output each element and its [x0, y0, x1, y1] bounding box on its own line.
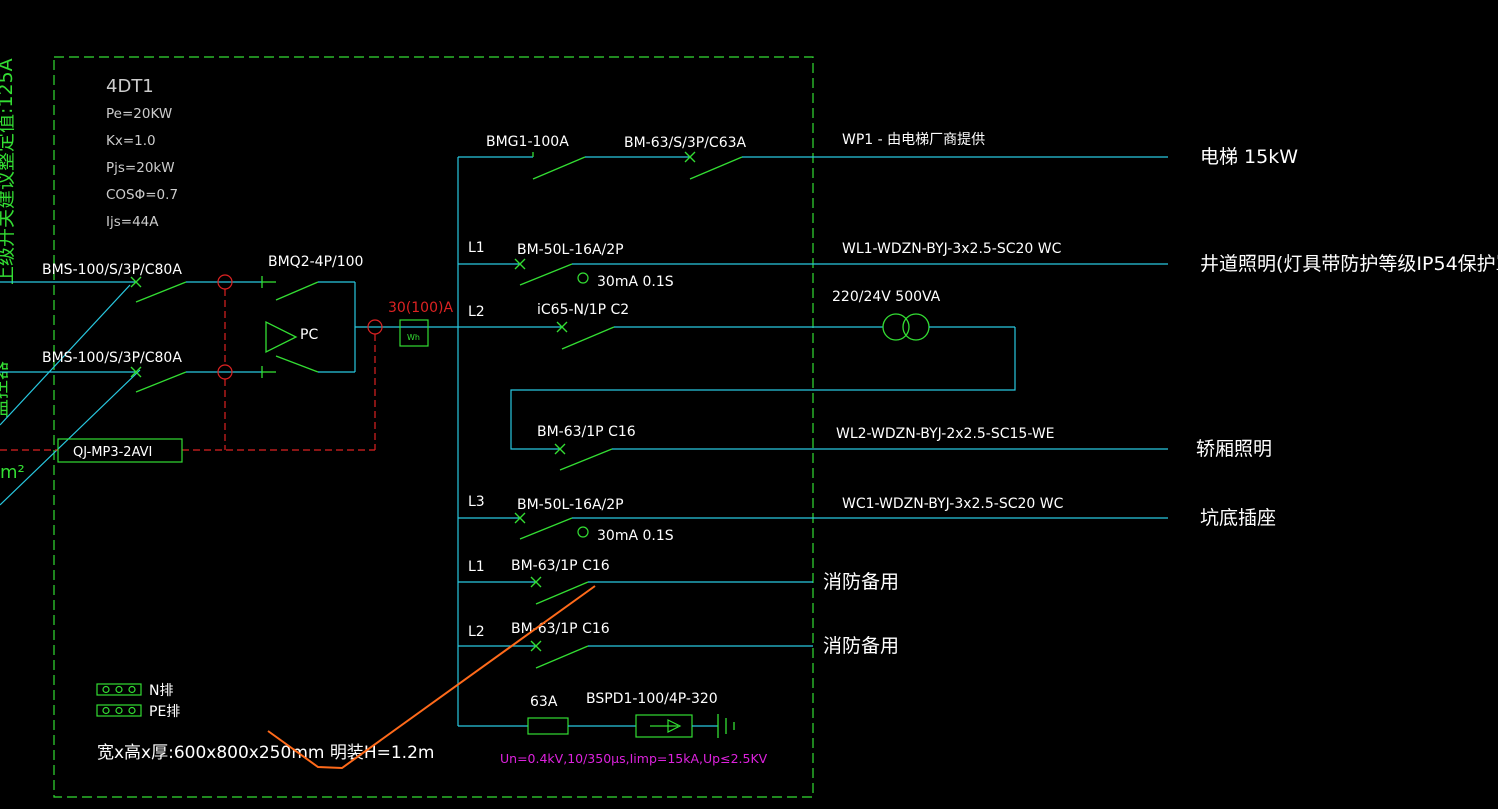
- surge-arrester-icon: [635, 714, 693, 738]
- ats-label: BMQ2-4P/100: [268, 254, 363, 270]
- circuit-2-breaker: [514, 258, 573, 286]
- circuit-6-breaker-label: BM-63/1P C16: [511, 558, 610, 574]
- feed-diagonal-2: [0, 369, 141, 506]
- circuit-1-isolator-label: BMG1-100A: [486, 134, 569, 150]
- panel-spec-pjs: Pjs=20kW: [106, 160, 175, 176]
- panel-spec-pe: Pe=20KW: [106, 106, 172, 122]
- circuit-2-cable-label: WL1-WDZN-BYJ-3x2.5-SC20 WC: [842, 241, 1062, 257]
- circuit-1-breaker-label: BM-63/S/3P/C63A: [624, 135, 747, 151]
- circuit-1-load-label: 电梯 15kW: [1200, 146, 1298, 168]
- circuit-2-rcd-icon: [577, 272, 589, 284]
- circuit-3-breaker: [556, 321, 615, 350]
- circuit-7-breaker: [530, 640, 589, 669]
- incoming-breaker-2-label: BMS-100/S/3P/C80A: [42, 350, 182, 366]
- circuit-5-rcd-label: 30mA 0.1S: [597, 528, 674, 544]
- n-bar-icon: [96, 683, 142, 696]
- circuit-3-breaker-label: iC65-N/1P C2: [537, 302, 629, 318]
- circuit-3-phase: L2: [468, 304, 485, 320]
- panel-enclosure: [53, 56, 814, 798]
- surge-fuse-icon: [527, 717, 569, 735]
- circuit-7-phase: L2: [468, 624, 485, 640]
- feed-diagonal-1: [0, 284, 131, 426]
- ct-rating-label: 30(100)A: [388, 300, 453, 316]
- energy-meter-box: [399, 319, 429, 347]
- circuit-7-breaker-label: BM-63/1P C16: [511, 621, 610, 637]
- circuit-4-cable-label: WL2-WDZN-BYJ-2x2.5-SC15-WE: [836, 426, 1055, 442]
- surge-fuse-label: 63A: [530, 694, 558, 710]
- circuit-6-load-label: 消防备用: [823, 571, 899, 593]
- incoming-breaker-1: [130, 276, 187, 303]
- ats-switch: [261, 276, 319, 378]
- panel-specs: 4DT1 Pe=20KW Kx=1.0 Pjs=20kW COSΦ=0.7 Ij…: [106, 76, 178, 230]
- circuit-6-breaker: [530, 576, 589, 605]
- monitor-label: 监控器: [0, 361, 11, 418]
- circuit-5-cable-label: WC1-WDZN-BYJ-3x2.5-SC20 WC: [842, 496, 1064, 512]
- monitor-module-label: QJ-MP3-2AVI: [73, 445, 152, 460]
- circuit-1-cable-label: WP1 - 由电梯厂商提供: [842, 132, 985, 148]
- circuit-5-load-label: 坑底插座: [1200, 507, 1276, 529]
- circuit-2-breaker-label: BM-50L-16A/2P: [517, 242, 624, 258]
- energy-meter-label: Wh: [407, 333, 420, 342]
- upstream-setting-label: 上级开关建议整定值:125A: [0, 58, 17, 285]
- circuit-4-load-label: 轿厢照明: [1196, 438, 1272, 460]
- incoming-breaker-2: [130, 366, 187, 393]
- unit-label: m²: [0, 462, 25, 483]
- circuit-7-load-label: 消防备用: [823, 635, 899, 657]
- surge-device-label: BSPD1-100/4P-320: [586, 691, 718, 707]
- transformer-return-wire: [510, 327, 1016, 450]
- panel-spec-kx: Kx=1.0: [106, 133, 156, 149]
- transformer-label: 220/24V 500VA: [832, 289, 941, 305]
- monitor-module-box: [57, 438, 183, 463]
- pe-bar-icon: [96, 704, 142, 717]
- circuit-1-isolator: [532, 152, 586, 180]
- control-circuit: [0, 274, 383, 451]
- panel-dimensions-label: 宽x高x厚:600x800x250mm 明装H=1.2m: [97, 743, 434, 763]
- ground-icon: [717, 714, 735, 738]
- incoming-breaker-1-label: BMS-100/S/3P/C80A: [42, 262, 182, 278]
- circuit-2-rcd-label: 30mA 0.1S: [597, 274, 674, 290]
- circuit-2-load-label: 井道照明(灯具带防护等级IP54保护罩): [1200, 253, 1498, 275]
- pe-bar-label: PE排: [149, 704, 180, 720]
- circuit-4-breaker-label: BM-63/1P C16: [537, 424, 636, 440]
- panel-name: 4DT1: [106, 76, 154, 97]
- circuit-1-breaker: [684, 151, 743, 180]
- annotation-stroke: [267, 585, 596, 770]
- circuit-5-phase: L3: [468, 494, 485, 510]
- n-bar-label: N排: [149, 683, 173, 699]
- circuit-5-breaker-label: BM-50L-16A/2P: [517, 497, 624, 513]
- transformer-icon: [882, 313, 930, 341]
- circuit-6-phase: L1: [468, 559, 485, 575]
- circuit-5-rcd-icon: [577, 526, 589, 538]
- circuit-5-breaker: [514, 512, 573, 540]
- ats-controller-label: PC: [300, 327, 318, 343]
- circuit-2-phase: L1: [468, 240, 485, 256]
- panel-spec-cos: COSΦ=0.7: [106, 187, 178, 203]
- panel-spec-ijs: Ijs=44A: [106, 214, 159, 230]
- surge-spec-label: Un=0.4kV,10/350μs,Iimp=15kA,Up≤2.5KV: [500, 751, 768, 766]
- circuit-4-breaker: [554, 443, 613, 471]
